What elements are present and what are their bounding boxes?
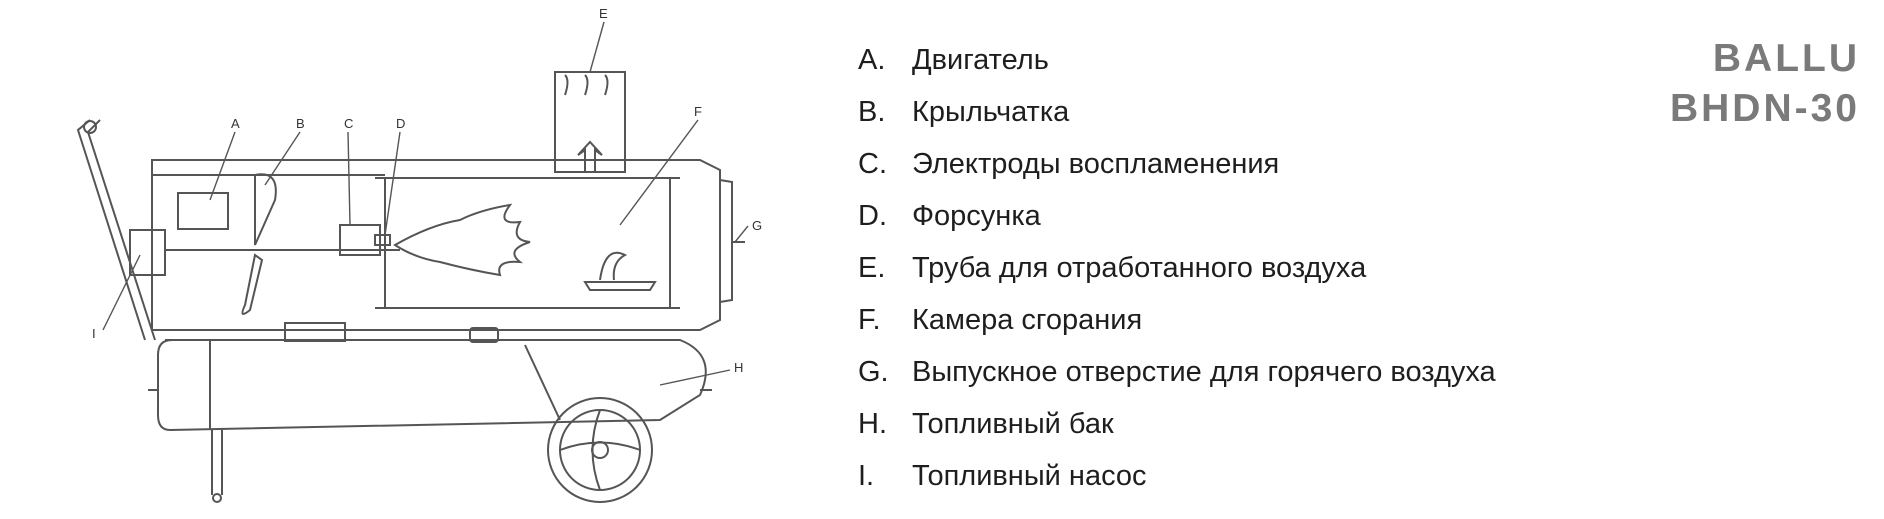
wheel — [547, 397, 653, 503]
callout-label: H — [734, 360, 743, 375]
motor — [177, 192, 229, 230]
legend-letter: C. — [858, 148, 887, 180]
legend-text: Электроды воспламенения — [912, 148, 1280, 180]
callout-label: C — [344, 116, 353, 131]
callout-label: B — [296, 116, 305, 131]
legend-text: Труба для отработанного воздуха — [912, 252, 1367, 284]
fan-blade — [254, 173, 277, 246]
flame — [393, 203, 531, 277]
legend-letter: E. — [858, 252, 886, 284]
legend-text: Выпускное отверстие для горячего воздуха — [912, 356, 1496, 388]
legend-item: G. Выпускное отверстие для горячего возду… — [858, 346, 1496, 398]
brand-name: BALLU — [1712, 37, 1860, 80]
callout-label: D — [396, 116, 405, 131]
model-name: BHDN-30 — [1669, 87, 1860, 130]
legend-item: H. Топливный бак — [858, 398, 1496, 450]
legend-letter: A. — [858, 44, 886, 76]
legend-text: Двигатель — [912, 44, 1049, 76]
component-legend: A. Двигатель B. Крыльчатка C. Электроды вос… — [858, 34, 1496, 502]
brand-model: BALLU BHDN-30 — [1670, 34, 1860, 134]
callout-label: G — [752, 218, 762, 233]
legend-item: I. Топливный насос — [858, 450, 1496, 502]
legend-letter: F. — [858, 304, 881, 336]
fuel-tank — [157, 339, 707, 432]
callout-label: E — [599, 6, 608, 21]
heater-body — [151, 159, 721, 331]
callout-label: F — [694, 104, 702, 119]
electrodes — [339, 224, 381, 256]
legend-text: Форсунка — [912, 200, 1041, 232]
callout-label: I — [92, 326, 96, 341]
legend-text: Камера сгорания — [912, 304, 1143, 336]
legend-item: E. Труба для отработанного воздуха — [858, 242, 1496, 294]
hot-air-outlet — [719, 179, 733, 303]
legend-item: B. Крыльчатка — [858, 86, 1496, 138]
legend-item: A. Двигатель — [858, 34, 1496, 86]
legend-text: Крыльчатка — [912, 96, 1070, 128]
legend-letter: I. — [858, 460, 875, 492]
legend-letter: D. — [858, 200, 887, 232]
legend-text: Топливный бак — [912, 408, 1114, 440]
legend-item: D. Форсунка — [858, 190, 1496, 242]
heater-diagram: A B C D E F G H I — [76, 6, 762, 503]
legend-item: F. Камера сгорания — [858, 294, 1496, 346]
callout-label: A — [231, 116, 240, 131]
legend-text: Топливный насос — [912, 460, 1147, 492]
legend-letter: G. — [858, 356, 889, 388]
legend-letter: B. — [858, 96, 886, 128]
exhaust-pipe — [554, 71, 626, 173]
legend-item: C. Электроды воспламенения — [858, 138, 1496, 190]
legend-letter: H. — [858, 408, 887, 440]
